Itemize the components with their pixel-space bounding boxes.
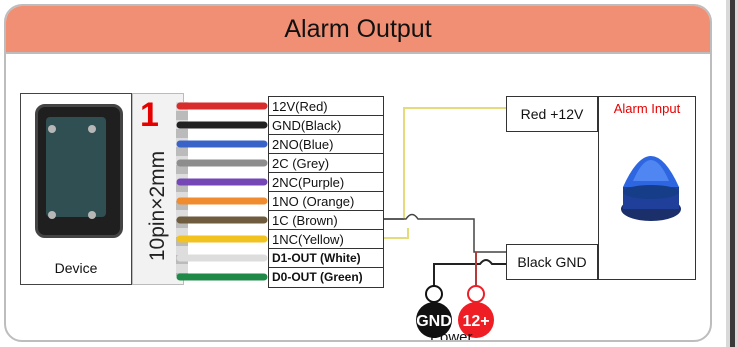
device-screw-top-right xyxy=(88,125,96,133)
page-title: Alarm Output xyxy=(284,14,432,43)
wire-label-row: 12V(Red) xyxy=(269,97,383,116)
brown-to-alarm-wire xyxy=(384,213,506,253)
power-gnd-plug: GND xyxy=(416,285,452,338)
device-screw-bottom-right xyxy=(88,211,96,219)
power-label: Power xyxy=(430,329,473,342)
gnd-wire xyxy=(433,259,506,303)
yellow-to-alarm-wire xyxy=(403,107,506,219)
pin-one-marker: 1 xyxy=(140,96,159,134)
wire-label-row: 1NO (Orange) xyxy=(269,192,383,211)
device-screw-top-left xyxy=(48,125,56,133)
scroll-thumb[interactable] xyxy=(730,0,735,347)
alarm-input-box: Alarm Input xyxy=(598,96,696,280)
wire-label-row: 1NC(Yellow) xyxy=(269,230,383,249)
wire-label-row: D0-OUT (Green) xyxy=(272,270,363,284)
gnd-plug-label: GND xyxy=(416,313,452,330)
device-screw-bottom-left xyxy=(48,211,56,219)
yellow-loop-wire xyxy=(384,228,409,239)
wire-label-row: 2C (Grey) xyxy=(269,154,383,173)
device-photo xyxy=(35,104,123,238)
wire-label-row: D1-OUT (White) xyxy=(269,249,383,268)
wire-label-row: GND(Black) xyxy=(269,116,383,135)
siren-icon xyxy=(621,156,681,221)
device-label: Device xyxy=(54,260,98,276)
power-plus-plug: 12+ xyxy=(458,285,494,338)
plus-plug-label: 12+ xyxy=(462,313,489,330)
wire-label-row: 1C (Brown) xyxy=(269,211,383,230)
panel-header: Alarm Output xyxy=(6,6,710,54)
wiring-diagram: GND 12+ xyxy=(176,102,506,338)
device-box: Device xyxy=(20,93,132,285)
wire-label-table: 12V(Red) GND(Black) 2NO(Blue) 2C (Grey) … xyxy=(268,96,384,288)
wire-label-row: 2NO(Blue) xyxy=(269,135,383,154)
alarm-black-terminal: Black GND xyxy=(506,244,598,280)
alarm-output-panel: Alarm Output Device 1 10pin×2mm GND xyxy=(4,4,712,342)
alarm-input-title: Alarm Input xyxy=(613,101,681,116)
alarm-red-terminal: Red +12V xyxy=(506,96,598,132)
wire-group xyxy=(176,102,268,281)
device-pcb xyxy=(46,117,106,217)
wire-label-row: 2NC(Purple) xyxy=(269,173,383,192)
